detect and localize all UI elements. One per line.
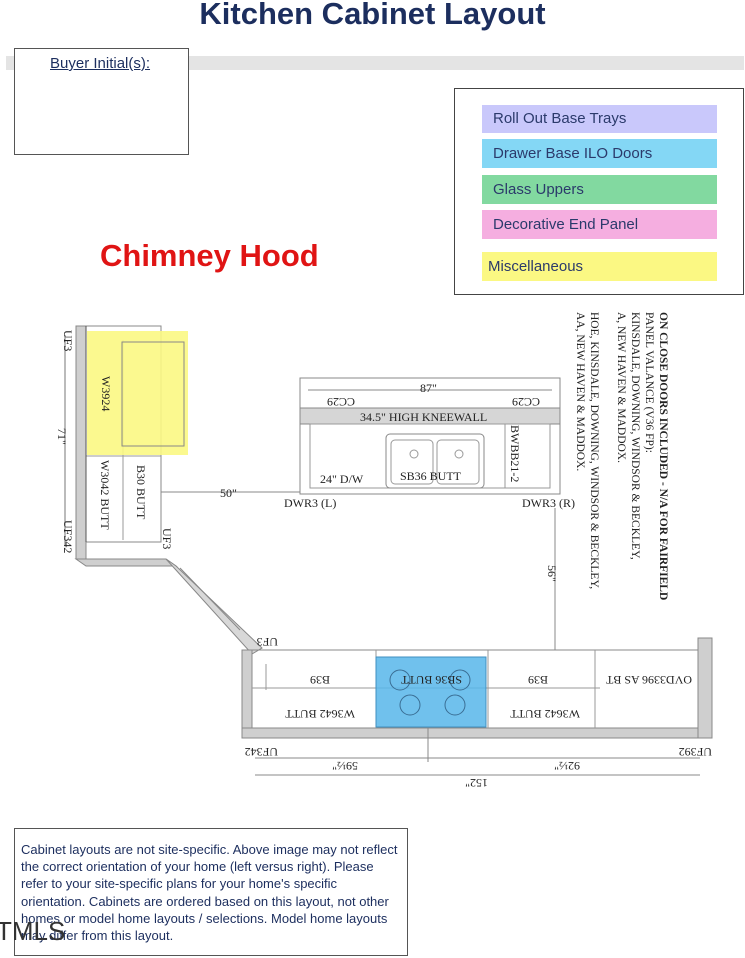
label-uf392: UF392 xyxy=(679,745,712,759)
label-dishwasher: 24" D/W xyxy=(320,472,364,486)
label-w3642-right: W3642 BUTT xyxy=(510,707,580,721)
label-b39-left: B39 xyxy=(310,673,330,687)
label-cooktop: SB36 BUTT xyxy=(400,673,462,687)
island-outline xyxy=(299,377,561,495)
drain-icon xyxy=(409,449,419,459)
legend-label: Glass Uppers xyxy=(493,181,584,198)
burner-icon xyxy=(399,694,421,716)
drain-icon xyxy=(454,449,464,459)
label-dim-56: 56" xyxy=(545,565,559,582)
label-dim-50: 50" xyxy=(220,486,237,500)
back-wall-left xyxy=(241,649,253,739)
label-w3924: W3924 xyxy=(99,376,113,411)
back-wall-bottom xyxy=(241,727,713,739)
label-uf3-back: UF3 xyxy=(257,635,278,649)
label-bwbb: BWBB21-2 xyxy=(508,425,522,482)
label-w3642-left: W3642 BUTT xyxy=(285,707,355,721)
back-wall-right xyxy=(697,637,713,739)
buyer-initials-box[interactable]: Buyer Initial(s): xyxy=(14,48,189,155)
legend-label: Miscellaneous xyxy=(488,258,584,275)
legend-label: Drawer Base ILO Doors xyxy=(493,145,653,162)
misc-highlight xyxy=(87,331,188,455)
burner-icon xyxy=(444,694,466,716)
watermark: TMLS xyxy=(0,916,66,946)
buyer-initials-label: Buyer Initial(s): xyxy=(50,55,151,72)
side-note-line: AA, NEW HAVEN & MADDOX. xyxy=(574,312,586,471)
legend-miscellaneous: Miscellaneous xyxy=(482,252,717,281)
label-b39-right: B39 xyxy=(528,673,548,687)
label-cc29-left: CC29 xyxy=(327,395,355,409)
back-run-cabinets xyxy=(251,649,699,729)
label-dim-71: 71" xyxy=(55,428,69,445)
label-uf3-top: UF3 xyxy=(61,330,75,351)
label-uf342-back: UF342 xyxy=(245,745,278,759)
side-note-line: PANEL VALANCE (V36 FP): xyxy=(643,312,655,453)
left-wall-bottom xyxy=(74,558,178,567)
label-uf3-bottom: UF3 xyxy=(160,528,174,549)
disclaimer-box: Cabinet layouts are not site-specific. A… xyxy=(14,828,408,956)
chimney-hood-label: Chimney Hood xyxy=(100,238,319,273)
legend-box: Roll Out Base Trays Drawer Base ILO Door… xyxy=(454,88,744,295)
legend-roll-out-base-trays: Roll Out Base Trays xyxy=(482,105,717,133)
label-dim-59: 59½" xyxy=(332,759,358,773)
diagonal-wall xyxy=(165,558,263,655)
label-b30: B30 BUTT xyxy=(134,465,148,520)
page-title: Kitchen Cabinet Layout xyxy=(199,0,546,31)
label-w3042: W3042 BUTT xyxy=(98,460,112,530)
burner-icon xyxy=(389,669,411,691)
label-dim-87: 87" xyxy=(420,381,437,395)
label-dim-152: 152" xyxy=(465,776,488,790)
burner-icon xyxy=(449,669,471,691)
legend-label: Decorative End Panel xyxy=(493,216,639,233)
side-note-line: HOE, KINSDALE, DOWNING, WINDSOR & BECKLE… xyxy=(588,312,600,589)
sink-outline xyxy=(385,433,485,489)
label-ovd: OVD3396 AS BT xyxy=(605,673,692,687)
legend-label: Roll Out Base Trays xyxy=(493,110,627,127)
side-note-line: KINSDALE, DOWNING, WINDSOR & BECKLEY, xyxy=(629,312,641,560)
header-bar xyxy=(6,56,744,70)
label-cc29-right: CC29 xyxy=(512,395,540,409)
drawer-base-highlight xyxy=(375,656,487,728)
legend-decorative-end-panel: Decorative End Panel xyxy=(482,210,717,239)
label-dwr3-left: DWR3 (L) xyxy=(284,496,336,510)
label-dwr3-right: DWR3 (R) xyxy=(522,496,575,510)
side-note-heading: ON CLOSE DOORS INCLUDED - N/A FOR FAIRFI… xyxy=(657,312,669,600)
label-dim-92: 92½" xyxy=(554,759,580,773)
label-uf342: UF342 xyxy=(61,520,75,553)
side-note-line: A, NEW HAVEN & MADDOX. xyxy=(615,312,627,463)
legend-glass-uppers: Glass Uppers xyxy=(482,175,717,204)
diagonal-cabinet-line xyxy=(179,567,241,631)
legend-drawer-base: Drawer Base ILO Doors xyxy=(482,139,717,168)
left-wall xyxy=(75,325,87,560)
disclaimer-text: Cabinet layouts are not site-specific. A… xyxy=(21,842,398,944)
label-sink: SB36 BUTT xyxy=(400,469,462,483)
label-kneewall: 34.5" HIGH KNEEWALL xyxy=(360,410,487,424)
